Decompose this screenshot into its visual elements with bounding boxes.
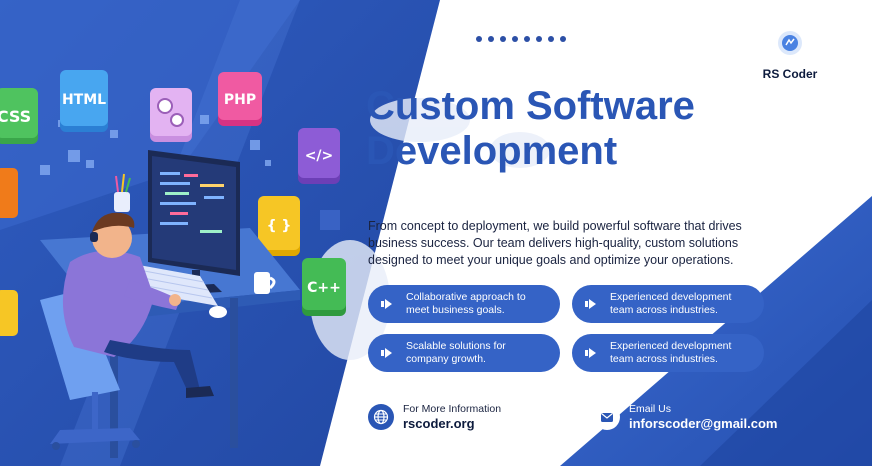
title-line-1: Custom Software <box>366 84 695 128</box>
website-link[interactable]: rscoder.org <box>403 416 475 431</box>
code-tile: </> <box>298 128 340 184</box>
gear-icon <box>170 113 184 127</box>
globe-icon <box>368 404 394 430</box>
css-tile: CSS <box>0 88 38 144</box>
php-tile: PHP <box>218 72 262 126</box>
hero-description: From concept to deployment, we build pow… <box>368 219 742 267</box>
php-label: PHP <box>224 92 256 108</box>
cpp-label: C++ <box>307 280 341 296</box>
html-tile: HTML <box>60 70 108 132</box>
website-label: For More Information <box>403 403 502 415</box>
arrow-right-icon <box>381 348 392 358</box>
mouse <box>209 306 227 318</box>
arrow-right-icon <box>585 299 596 309</box>
js-tile <box>0 168 18 336</box>
feature-text: Experienced development team across indu… <box>610 340 732 365</box>
brand[interactable]: RS Coder <box>742 30 838 81</box>
code-label: </> <box>305 148 334 164</box>
gear-tile <box>150 88 192 142</box>
gear-icon <box>157 98 173 114</box>
decorative-dots <box>476 36 566 42</box>
email-label: Email Us <box>629 403 672 415</box>
feature-pill-scalable: Scalable solutions for company growth. <box>368 334 560 372</box>
title-line-2: Development <box>366 129 618 173</box>
email-link[interactable]: inforscoder@gmail.com <box>629 416 778 431</box>
braces-label: { } <box>267 218 292 234</box>
developer-person <box>62 212 214 398</box>
feature-pill-experienced-2: Experienced development team across indu… <box>572 334 764 372</box>
feature-pill-experienced: Experienced development team across indu… <box>572 285 764 323</box>
page-title: Custom Software Development <box>366 84 766 174</box>
mug <box>254 272 270 294</box>
mail-icon <box>594 404 620 430</box>
feature-pill-collaborative: Collaborative approach to meet business … <box>368 285 560 323</box>
feature-text: Scalable solutions for company growth. <box>406 340 506 365</box>
developer-illustration: CSS HTML PHP </> { } <box>0 70 346 458</box>
contact-email[interactable]: Email Us inforscoder@gmail.com <box>594 402 777 432</box>
css-label: CSS <box>0 107 31 126</box>
arrow-right-icon <box>585 348 596 358</box>
braces-tile: { } <box>258 196 300 256</box>
cpp-tile: C++ <box>302 258 346 316</box>
brand-name: RS Coder <box>762 67 818 81</box>
rs-coder-logo <box>778 31 802 55</box>
contact-website[interactable]: For More Information rscoder.org <box>368 402 501 432</box>
feature-text: Collaborative approach to meet business … <box>406 291 526 316</box>
feature-text: Experienced development team across indu… <box>610 291 732 316</box>
arrow-right-icon <box>381 299 392 309</box>
html-label: HTML <box>62 92 106 108</box>
